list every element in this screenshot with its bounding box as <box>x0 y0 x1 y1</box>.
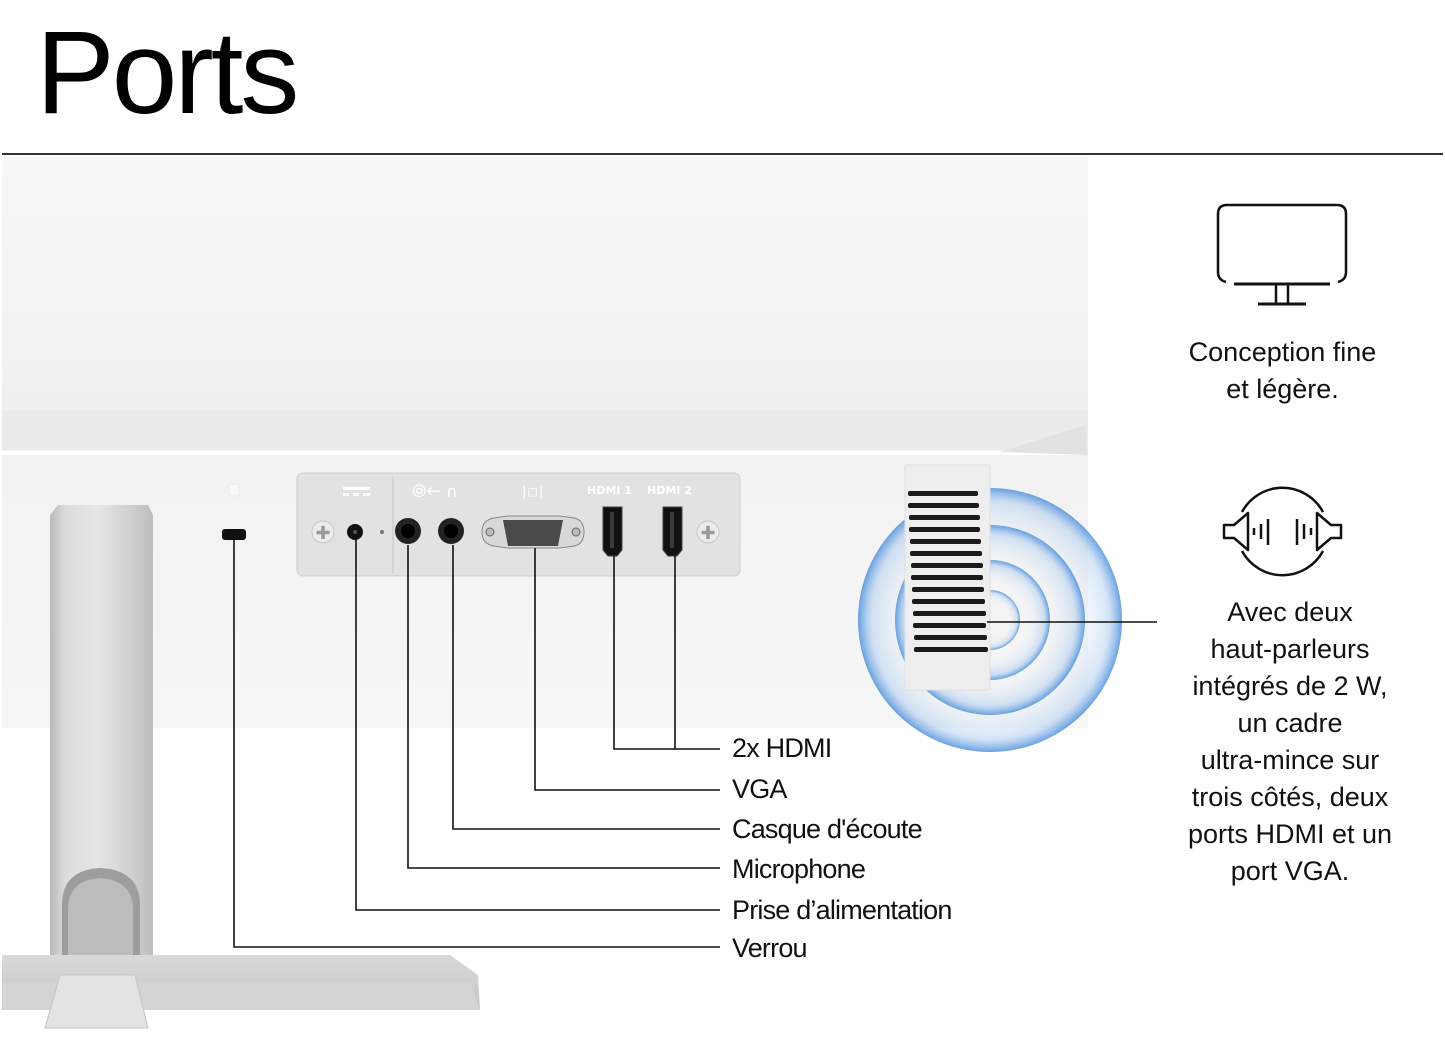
callout-microphone: Microphone <box>732 854 866 884</box>
feature-line: Avec deux <box>1227 597 1353 627</box>
callout-power: Prise d’alimentation <box>732 895 952 925</box>
callout-hdmi: 2x HDMI <box>732 733 832 763</box>
feature-line: haut-parleurs <box>1210 634 1370 664</box>
callout-lock: Verrou <box>732 933 808 963</box>
feature-line: ultra-mince sur <box>1200 745 1380 775</box>
feature-speakers: Avec deux haut-parleurs intégrés de 2 W,… <box>1160 594 1420 890</box>
feature-line: et légère. <box>1226 374 1339 404</box>
feature-line: Conception fine <box>1188 337 1377 367</box>
page-title: Ports <box>36 7 299 139</box>
feature-line: trois côtés, deux <box>1191 782 1389 812</box>
feature-line: un cadre <box>1237 708 1343 738</box>
feature-line: intégrés de 2 W, <box>1192 671 1388 701</box>
svg-text:∩: ∩ <box>446 482 458 501</box>
hdmi2-port-label: HDMI 2 <box>647 484 692 497</box>
feature-line: port VGA. <box>1230 856 1350 886</box>
svg-text:✚: ✚ <box>315 523 330 544</box>
svg-text:✚: ✚ <box>700 523 715 544</box>
header-divider <box>2 153 1443 155</box>
monitor-upper-body <box>2 157 1088 412</box>
monitor-back-illustration: ✚ ✚ ⦾← ∩ |□| HDMI 1 HDMI 2 <box>2 157 1157 1029</box>
lock-slot <box>222 529 246 540</box>
hdmi1-port-label: HDMI 1 <box>587 484 632 497</box>
speaker-grille <box>908 491 988 652</box>
callout-lines <box>233 540 720 948</box>
feature-line: ports HDMI et un <box>1187 819 1393 849</box>
io-panel: ✚ ✚ ⦾← ∩ |□| HDMI 1 HDMI 2 <box>296 472 741 577</box>
speakers-icon <box>1222 486 1343 577</box>
callout-vga: VGA <box>732 774 787 804</box>
monitor-ledge <box>2 410 1088 452</box>
monitor-icon <box>1216 203 1348 306</box>
callout-headphone: Casque d'écoute <box>732 814 923 844</box>
monitor-lower-body <box>2 455 1088 728</box>
svg-text:⦾←: ⦾← <box>412 481 441 502</box>
feature-slim-design: Conception fine et légère. <box>1165 334 1400 408</box>
svg-text:|□|: |□| <box>520 484 545 500</box>
